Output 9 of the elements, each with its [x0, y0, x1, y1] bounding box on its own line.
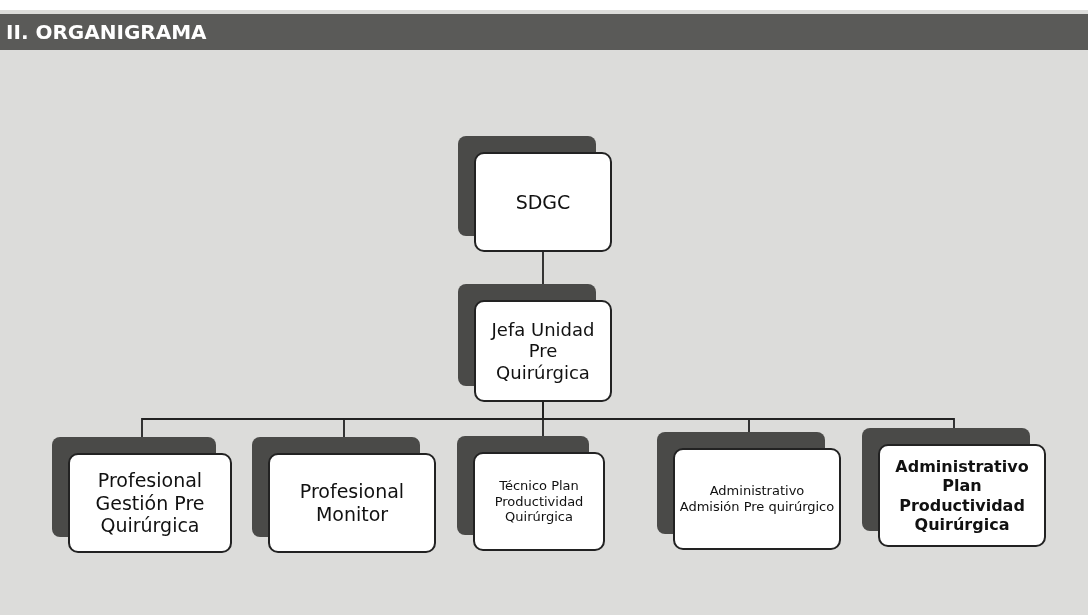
position-box: Administrativo Admisión Pre quirúrgico: [673, 448, 841, 550]
connector-line: [542, 251, 544, 285]
position-box: Profesional Gestión Pre Quirúrgica: [68, 453, 232, 553]
position-box: Jefa Unidad Pre Quirúrgica: [474, 300, 612, 402]
position-box: Técnico Plan Productividad Quirúrgica: [473, 452, 605, 551]
position-box: Administrativo Plan Productividad Quirúrgica: [878, 444, 1046, 547]
section-title: II. ORGANIGRAMA: [6, 20, 207, 44]
position-box: SDGC: [474, 152, 612, 252]
position-box: Profesional Monitor: [268, 453, 436, 553]
